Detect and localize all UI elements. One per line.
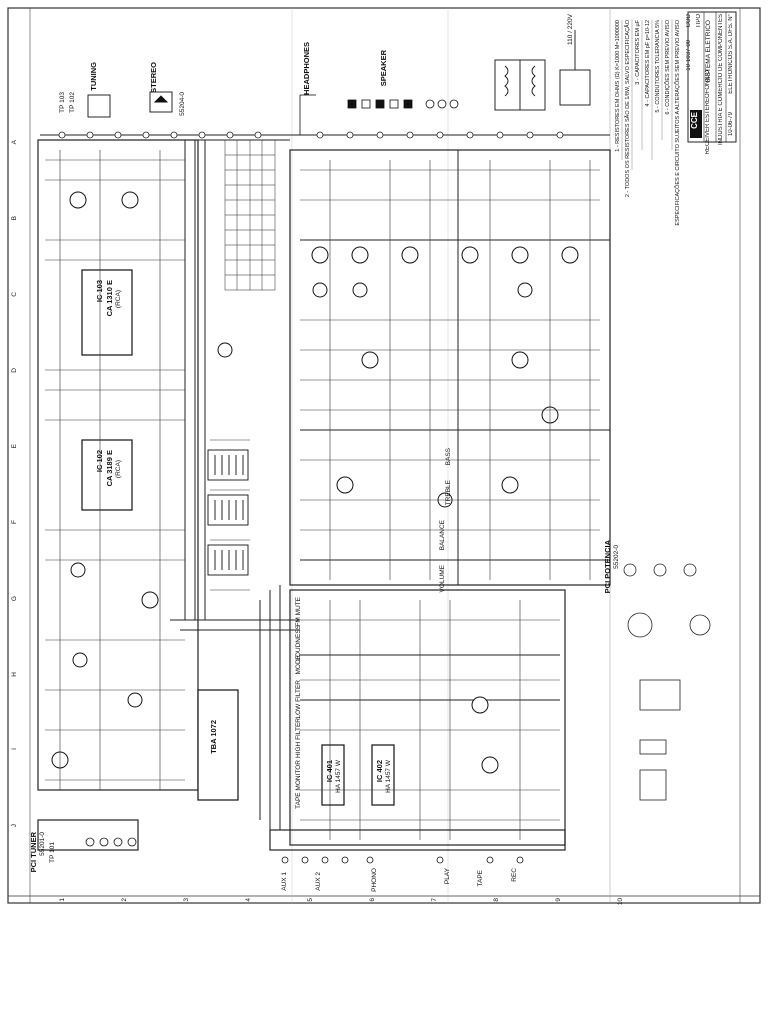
component-footprints [623, 563, 711, 801]
company-name: ELETRONICOS S.A. DFS. N° [728, 14, 734, 94]
ic102-maker: (RCA) [115, 460, 122, 479]
low-filter-label: LOW FILTER [295, 680, 302, 719]
connector-dots-top [58, 131, 564, 139]
ic-bodies [81, 269, 395, 806]
note-3: 3 - CAPACITORES EM μF [635, 20, 641, 85]
bass-label: BASS [445, 448, 452, 466]
indicator-boxes [87, 91, 173, 118]
pci-potencia-label: PCI POTENCIA [603, 540, 612, 594]
tp103-label: TP 103 [59, 92, 66, 113]
switch-table [224, 139, 276, 291]
grid-col-marker: 4 [245, 898, 252, 902]
bottom-connectors [85, 837, 524, 864]
wiring [45, 150, 600, 840]
stereo-label: STEREO [149, 62, 158, 93]
note-6: 6 - CONDIÇÕES SEM PREVIO AVISO [665, 20, 671, 115]
grid-col-marker: 7 [431, 898, 438, 902]
fm-mute-label: FM MUTE [295, 597, 302, 627]
ic103-name: IC 103 [95, 280, 104, 303]
grid-col-marker: 3 [183, 898, 190, 902]
grid-row-marker: B [11, 216, 18, 221]
title-block [687, 11, 737, 143]
volume-label: VOLUME [439, 565, 446, 593]
ic103-maker: (RCA) [115, 290, 122, 309]
note-1: 1 - RESISTORES EM OHMS (Ω) K=1000 M=1000… [615, 20, 621, 152]
grid-col-marker: 9 [555, 898, 562, 902]
note-7: ESPECIFICAÇÕES E CIRCUITO SUJEITOS A ALT… [675, 20, 681, 226]
ic401-part: HA 1457 W [335, 760, 342, 793]
note-4: 4 - CAPACITORES EM pF p=10-12 [645, 20, 651, 107]
ic102-part: CA 3189 E [105, 450, 114, 487]
notes-lines [621, 20, 673, 170]
grid-row-marker: A [11, 140, 18, 145]
mains-voltage: 110 / 220V [567, 14, 574, 45]
code-value: 10-1037-00 [686, 40, 692, 71]
speaker-label: SPEAKER [379, 50, 388, 87]
grid-row-marker: H [11, 672, 18, 677]
ic103-part: CA 1310 E [105, 280, 114, 317]
sheet-border [7, 7, 761, 904]
company-label: INDUSTRIA E COMERCIO DE COMPONENTES [718, 14, 724, 146]
aux2-label: AUX 2 [315, 872, 322, 891]
grid-col-marker: 10 [617, 898, 624, 906]
rec-label: REC [511, 868, 518, 882]
stereo-code-label: 55204-0 [179, 92, 186, 116]
speaker-terminals [299, 94, 459, 135]
tp101-label: TP 101 [49, 842, 56, 863]
grid-col-marker: 5 [307, 898, 314, 902]
type-label: TIPO [696, 14, 702, 29]
ic401-name: IC 401 [325, 760, 334, 783]
play-label: PLAY [444, 868, 451, 885]
aux1-label: AUX 1 [281, 872, 288, 891]
grid-col-marker: 2 [121, 898, 128, 902]
ic402-name: IC 402 [375, 760, 384, 783]
type-value: RECEIVER ESTEREOFONICO [705, 70, 711, 155]
pci-tuner-label: PCI TUNER [29, 832, 38, 873]
tape-monitor-label: TAPE MONITOR [295, 760, 302, 809]
balance-label: BALANCE [439, 520, 446, 551]
treble-label: TREBLE [445, 480, 452, 506]
mode-label: MODE [295, 655, 302, 675]
grid-row-marker: G [11, 596, 18, 602]
pci-tuner-code: 55201-0 [39, 832, 46, 856]
grid-row-marker: E [11, 444, 18, 449]
bus-lines [40, 134, 610, 830]
pci-potencia-code: 55202-0 [613, 545, 620, 569]
grid-col-marker: 6 [369, 898, 376, 902]
grid-row-marker: F [11, 520, 18, 524]
grid-row-marker: J [11, 824, 18, 828]
headphones-label: HEADPHONES [302, 42, 311, 95]
code-label: COD [686, 14, 692, 28]
grid-row-marker: C [11, 292, 18, 297]
tp102-label: TP 102 [69, 92, 76, 113]
ic102-name: IC 102 [95, 450, 104, 473]
grid-row-marker: I [11, 748, 18, 750]
coil-stack [207, 449, 249, 576]
grid-col-marker: 8 [493, 898, 500, 902]
ic101-part: TBA 1072 [209, 720, 218, 754]
phono-label: PHONO [371, 868, 378, 892]
note-2: 2 - TODOS OS RESISTORES SÃO DE 1/8W, SAL… [625, 20, 631, 198]
brand-logo: CCE [690, 112, 699, 129]
ic402-part: HA 1457 W [385, 760, 392, 793]
grid-col-marker: 1 [59, 898, 66, 902]
power-transformer [494, 30, 591, 111]
tape-label: TAPE [477, 870, 484, 887]
high-filter-label: HIGH FILTER [295, 718, 302, 758]
tuning-label: TUNING [89, 62, 98, 91]
note-5: 5 - CONDUTORES TOLERANCIA 5% [655, 20, 661, 113]
date-value: 10-06-79 [728, 112, 734, 137]
grid-row-marker: D [11, 368, 18, 373]
